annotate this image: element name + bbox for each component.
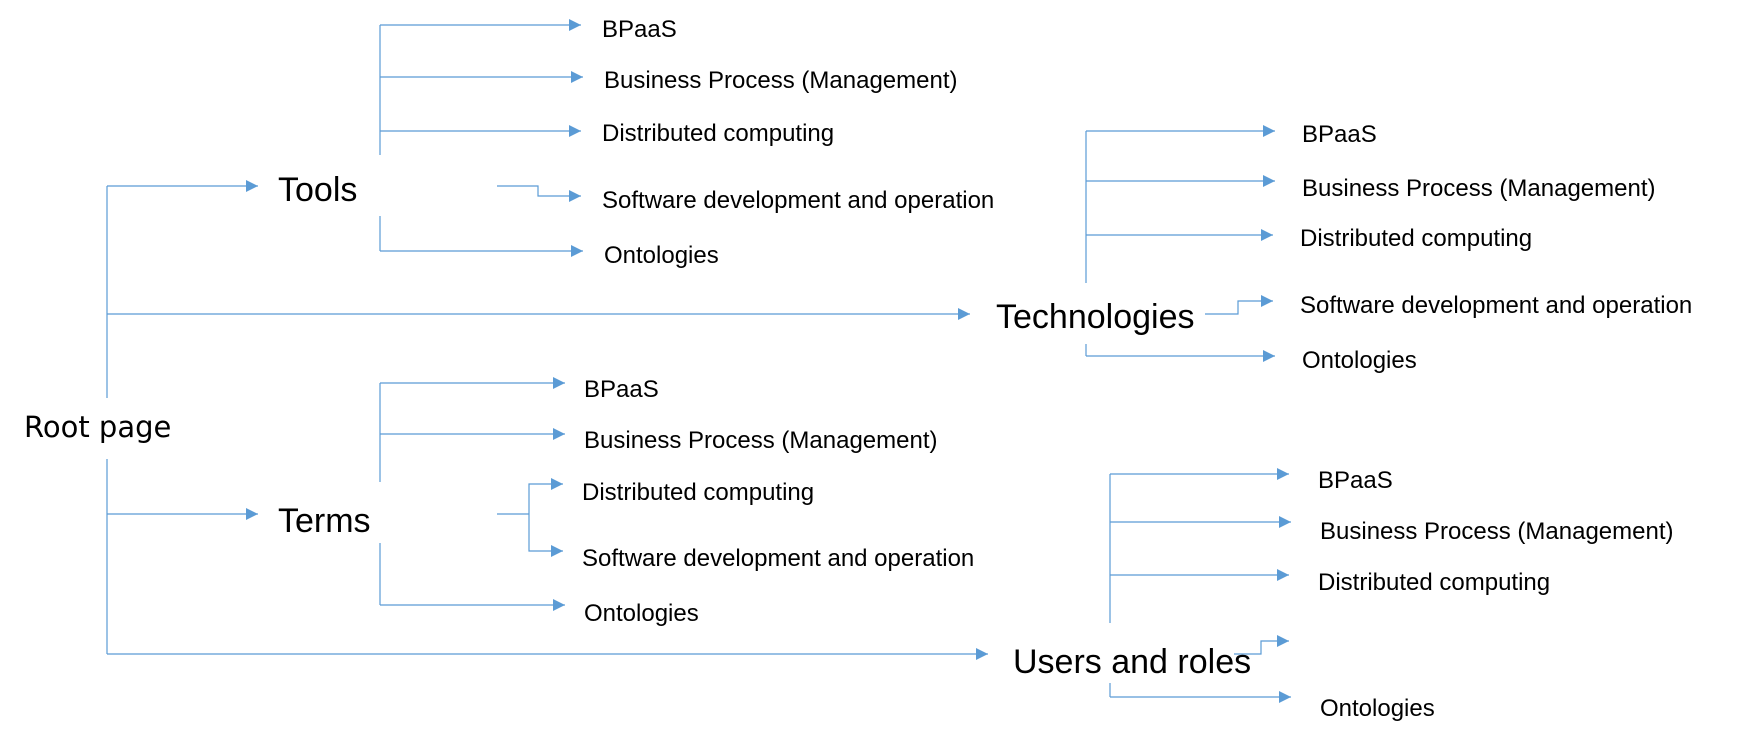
- tools-leaf-bpaas[interactable]: BPaaS: [602, 16, 677, 43]
- users-roles-leaf-business-process[interactable]: Business Process (Management): [1320, 518, 1673, 545]
- tools-leaf-ontologies[interactable]: Ontologies: [604, 242, 719, 269]
- users-roles-to-unlabeled-arrow: [1234, 635, 1289, 655]
- tools-leaf-business-process[interactable]: Business Process (Management): [604, 67, 957, 94]
- users-and-roles-node[interactable]: Users and roles: [1013, 643, 1251, 681]
- connector-lines: [106, 19, 1291, 703]
- terms-leaf-distributed-computing[interactable]: Distributed computing: [582, 479, 814, 506]
- terms-leaf-bpaas[interactable]: BPaaS: [584, 376, 659, 403]
- terms-node[interactable]: Terms: [278, 502, 371, 540]
- technologies-to-software-development-arrow: [1205, 295, 1273, 315]
- terms-leaf-ontologies[interactable]: Ontologies: [584, 600, 699, 627]
- users-roles-leaf-ontologies[interactable]: Ontologies: [1320, 695, 1435, 722]
- technologies-leaf-business-process[interactable]: Business Process (Management): [1302, 175, 1655, 202]
- tools-node[interactable]: Tools: [278, 171, 357, 209]
- tools-leaf-distributed-computing[interactable]: Distributed computing: [602, 120, 834, 147]
- users-roles-leaf-bpaas[interactable]: BPaaS: [1318, 467, 1393, 494]
- technologies-node[interactable]: Technologies: [996, 298, 1194, 336]
- users-roles-leaf-distributed-computing[interactable]: Distributed computing: [1318, 569, 1550, 596]
- terms-to-software-development-arrow: [528, 514, 563, 557]
- tools-leaf-software-development[interactable]: Software development and operation: [602, 187, 994, 214]
- tools-to-software-development-arrow: [497, 185, 581, 202]
- technologies-leaf-ontologies[interactable]: Ontologies: [1302, 347, 1417, 374]
- technologies-leaf-software-development[interactable]: Software development and operation: [1300, 292, 1692, 319]
- technologies-leaf-distributed-computing[interactable]: Distributed computing: [1300, 225, 1532, 252]
- terms-to-distributed-computing-arrow: [528, 478, 563, 514]
- root-page-node[interactable]: Root page: [24, 410, 171, 444]
- technologies-leaf-bpaas[interactable]: BPaaS: [1302, 121, 1377, 148]
- terms-leaf-business-process[interactable]: Business Process (Management): [584, 427, 937, 454]
- terms-leaf-software-development[interactable]: Software development and operation: [582, 545, 974, 572]
